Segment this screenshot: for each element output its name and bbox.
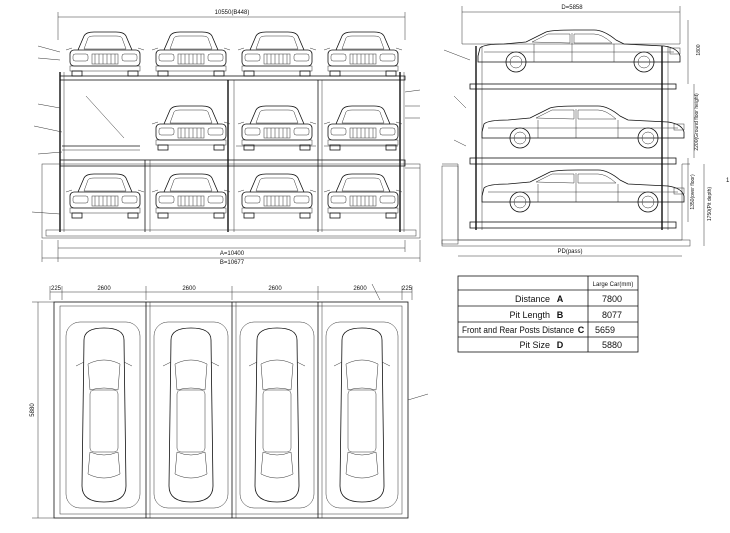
plan-side-dimension: 5880 <box>30 403 36 417</box>
over-floor-height: 1350(over floor) <box>690 174 696 210</box>
plan-dim-0: 225 <box>51 286 62 292</box>
front-view: 10550(B448) <box>31 10 421 266</box>
ground-floor-height: 2200(Ground floor height) <box>694 93 700 151</box>
spec-row-letter-0: A <box>557 294 564 304</box>
front-dimension-b: B=10677 <box>220 260 245 266</box>
plan-dim-3: 2600 <box>268 286 282 292</box>
spec-row-label-2: Front and Rear Posts Distance <box>462 325 574 335</box>
plan-dim-2: 2600 <box>182 286 196 292</box>
spec-table-header: Large Car(mm) <box>593 282 634 288</box>
spec-row-value-2: 5659 <box>595 325 615 335</box>
spec-table: Large Car(mm) Distance A 7800 Pit Length… <box>457 275 639 353</box>
pit-label: PD(pass) <box>557 249 582 255</box>
spec-row-value-1: 8077 <box>602 310 622 320</box>
side-top-dimension: D=5858 <box>561 5 583 11</box>
plan-view: 225 2600 2600 2600 2600 225 5880 <box>30 283 429 519</box>
front-top-dimension: 10550(B448) <box>215 10 250 16</box>
side-height-1800: 1800 <box>696 44 702 55</box>
plan-dim-4: 2600 <box>353 286 367 292</box>
side-marker: 1 <box>726 178 730 184</box>
front-dimension-a: A=10400 <box>220 251 245 257</box>
plan-dim-1: 2600 <box>97 286 111 292</box>
spec-row-label-0: Distance <box>515 294 550 304</box>
spec-row-label-1: Pit Length <box>509 310 550 320</box>
spec-row-label-3: Pit Size <box>519 340 550 350</box>
spec-row-letter-2: C <box>578 325 585 335</box>
side-view: D=5858 1800 2200(Ground floor height) 13… <box>441 5 730 257</box>
spec-row-value-3: 5880 <box>602 340 622 350</box>
plan-dim-5: 225 <box>402 286 413 292</box>
spec-row-letter-1: B <box>557 310 564 320</box>
spec-row-value-0: 7800 <box>602 294 622 304</box>
pit-depth: 1750(Pit depth) <box>707 187 713 222</box>
spec-row-letter-3: D <box>557 340 564 350</box>
